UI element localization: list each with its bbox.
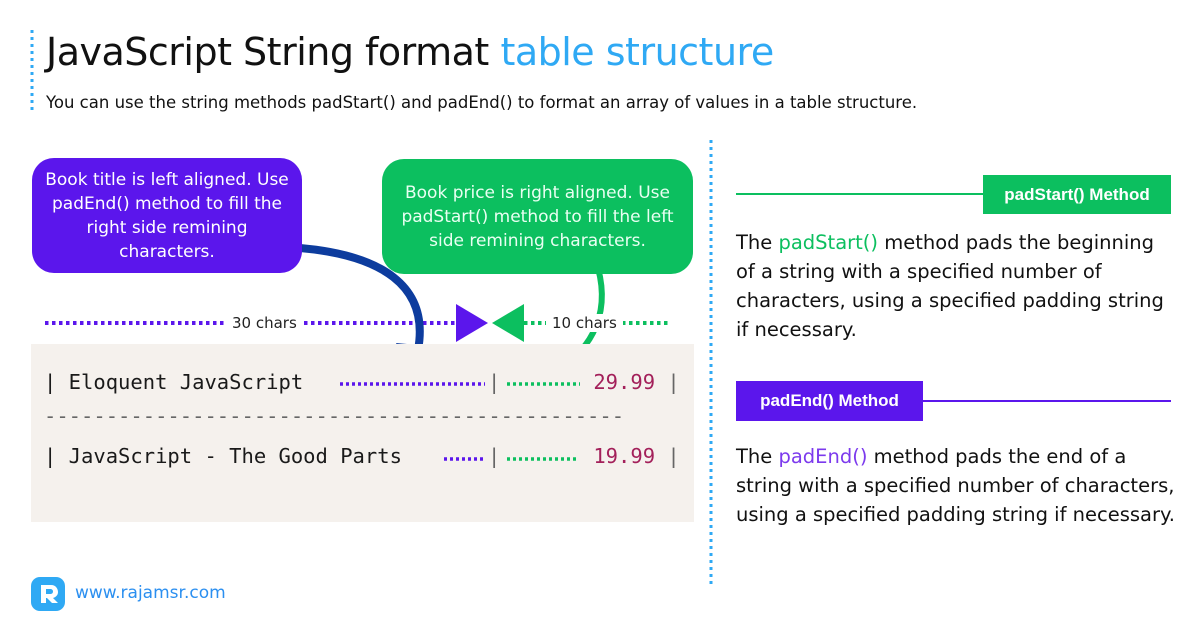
left-aligned-callout: Book title is left aligned. Use padEnd()…: [32, 158, 302, 273]
measure-30-arrowhead: [456, 304, 488, 342]
padend-method-tag: padEnd() Method: [736, 381, 923, 421]
padend-keyword: padEnd(): [778, 445, 868, 468]
right-aligned-callout: Book price is right aligned. Use padStar…: [382, 159, 693, 274]
title-highlight: table structure: [500, 30, 774, 74]
code-row-2-price: |19.99 |: [488, 444, 680, 468]
measure-30-label: 30 chars: [226, 314, 303, 332]
measure-10-label: 10 chars: [546, 314, 623, 332]
padstart-method-tag: padStart() Method: [983, 175, 1171, 214]
padstart-keyword: padStart(): [778, 231, 879, 254]
website-link[interactable]: www.rajamsr.com: [75, 583, 226, 603]
code-separator: ----------------------------------------…: [44, 404, 625, 428]
code-row-1-price: |29.99 |: [488, 370, 680, 394]
code-output-panel: [31, 344, 694, 522]
site-logo-icon[interactable]: [31, 577, 65, 611]
code-row-1-title: | Eloquent JavaScript: [44, 370, 304, 394]
page-title: JavaScript String format table structure: [46, 30, 774, 74]
measure-10-arrowhead: [492, 304, 524, 342]
padend-description: The padEnd() method pads the end of a st…: [736, 445, 1175, 526]
left-callout-arrow: [296, 244, 424, 354]
page-subtitle: You can use the string methods padStart(…: [46, 93, 918, 112]
code-row-2-title: | JavaScript - The Good Parts: [44, 444, 402, 468]
padstart-description: The padStart() method pads the beginning…: [736, 231, 1164, 341]
